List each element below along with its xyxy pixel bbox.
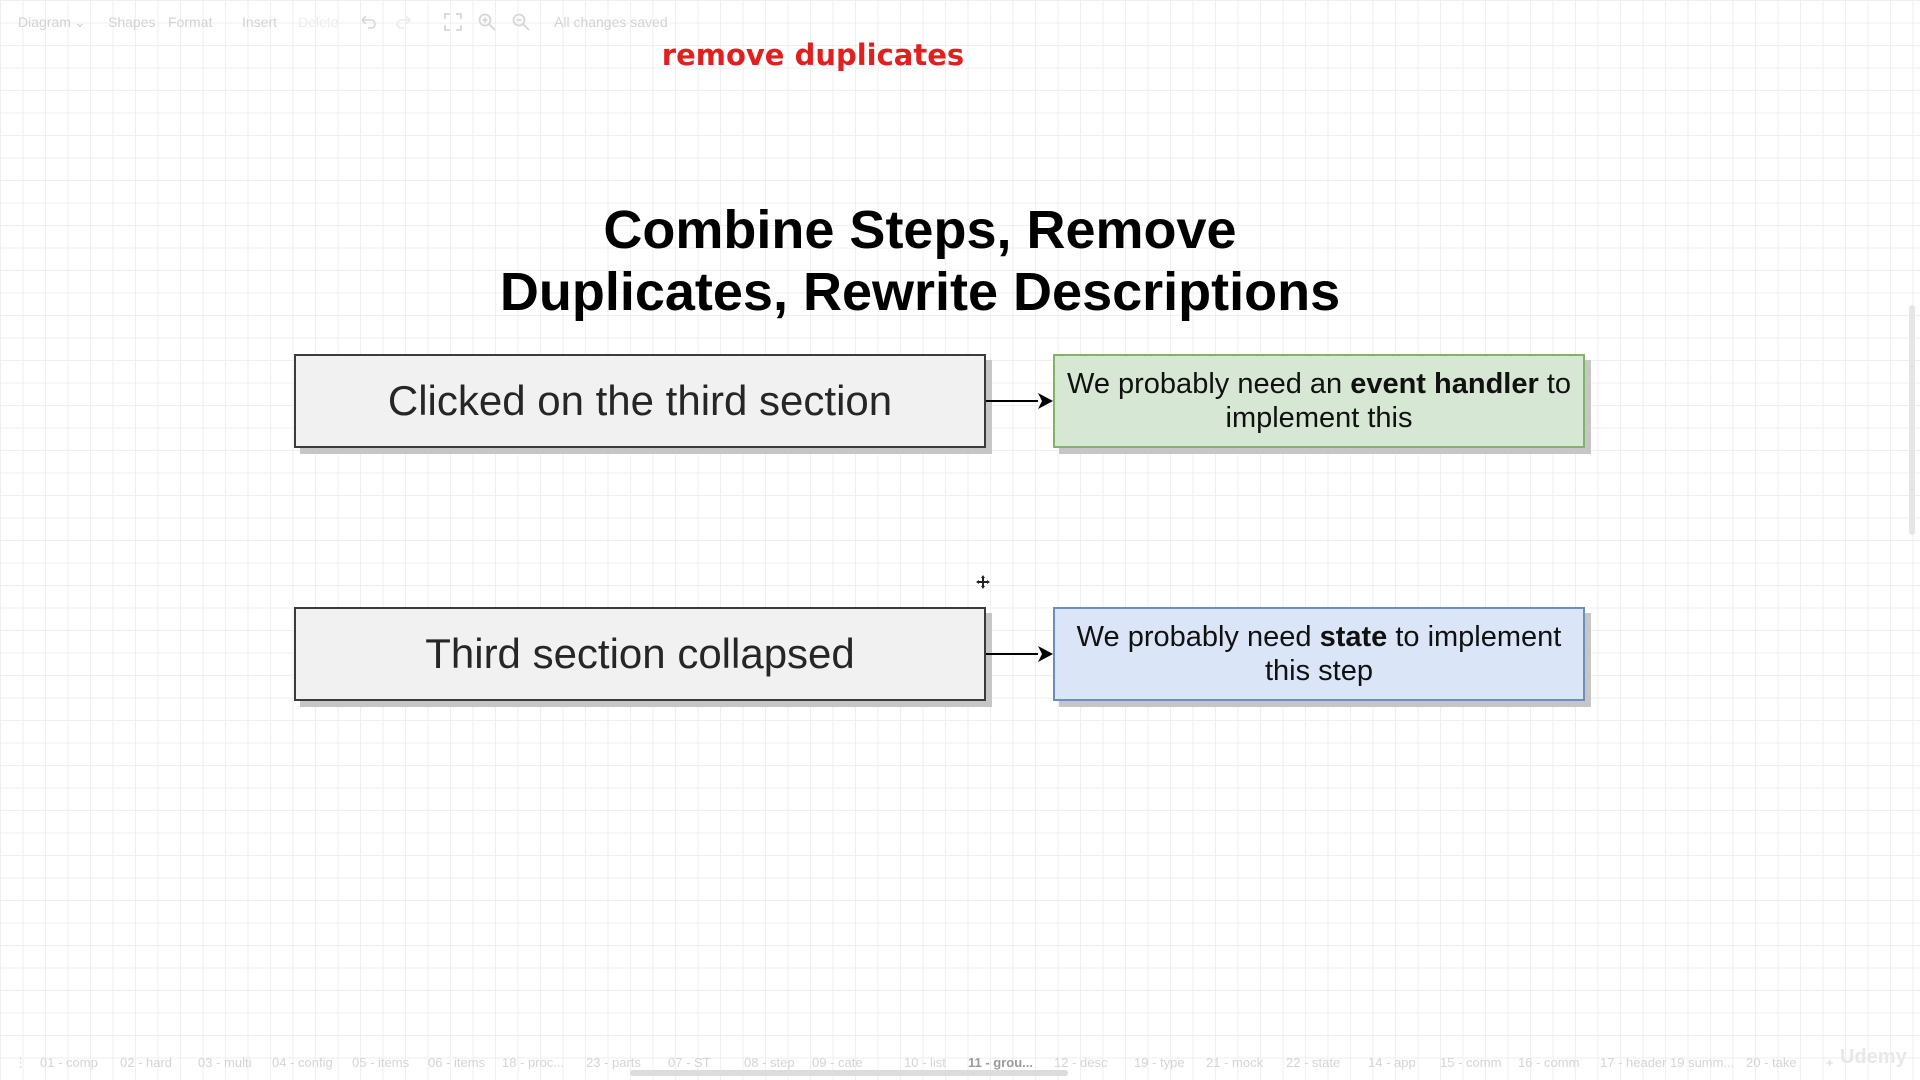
- add-page-icon[interactable]: +: [1826, 1055, 1834, 1070]
- save-status: All changes saved: [554, 14, 668, 30]
- fullscreen-icon[interactable]: [443, 12, 463, 32]
- tab[interactable]: 06 - items: [428, 1055, 486, 1070]
- move-cursor-icon: [976, 575, 990, 589]
- format-button[interactable]: Format: [168, 14, 213, 30]
- arrow-connector[interactable]: [986, 390, 1056, 412]
- tab[interactable]: 20 - take: [1746, 1055, 1797, 1070]
- tab[interactable]: 16 - comm: [1518, 1055, 1580, 1070]
- insert-button[interactable]: Insert: [242, 14, 278, 30]
- redo-icon[interactable]: [394, 12, 414, 32]
- tab[interactable]: 09 - cate: [812, 1055, 863, 1070]
- tab[interactable]: 08 - step: [744, 1055, 795, 1070]
- tab[interactable]: 07 - ST: [668, 1055, 711, 1070]
- tab[interactable]: 19 summ...: [1670, 1055, 1735, 1070]
- note-event-handler[interactable]: We probably need an event handler to imp…: [1053, 354, 1585, 448]
- diagram-menu[interactable]: Diagram: [18, 14, 71, 30]
- undo-icon[interactable]: [358, 12, 378, 32]
- event-box-clicked[interactable]: Clicked on the third section: [294, 354, 986, 448]
- tab[interactable]: 22 - state: [1286, 1055, 1341, 1070]
- page-tabs: ⋮ 01 - comp 02 - hard 03 - multi 04 - co…: [0, 1050, 1910, 1074]
- event-text: Clicked on the third section: [387, 377, 893, 424]
- vertical-scrollbar[interactable]: [1909, 305, 1915, 535]
- slide-title: Combine Steps, Remove Duplicates, Rewrit…: [420, 199, 1420, 323]
- udemy-watermark: Udemy: [1840, 1046, 1907, 1068]
- horizontal-scrollbar[interactable]: [630, 1070, 1068, 1076]
- tab[interactable]: 14 - app: [1368, 1055, 1416, 1070]
- tab[interactable]: 12 - desc: [1054, 1055, 1108, 1070]
- tab[interactable]: 18 - proc...: [502, 1055, 565, 1070]
- toolbar: Diagram ⌄ Shapes Format Insert Delete Al…: [0, 0, 1900, 44]
- annotation-label: remove duplicates: [661, 38, 965, 72]
- event-text: Third section collapsed: [425, 630, 855, 677]
- chevron-down-icon[interactable]: ⌄: [74, 14, 86, 30]
- tab[interactable]: 02 - hard: [120, 1055, 173, 1070]
- shapes-button[interactable]: Shapes: [108, 14, 156, 30]
- tab[interactable]: 21 - mock: [1206, 1055, 1264, 1070]
- tab[interactable]: 19 - type: [1134, 1055, 1185, 1070]
- tab[interactable]: 05 - items: [352, 1055, 410, 1070]
- tab[interactable]: 10 - list: [904, 1055, 946, 1070]
- tab[interactable]: 01 - comp: [40, 1055, 98, 1070]
- arrow-connector[interactable]: [986, 643, 1056, 665]
- event-box-collapsed[interactable]: Third section collapsed: [294, 607, 986, 701]
- tab[interactable]: 04 - config: [272, 1055, 333, 1070]
- tab[interactable]: 03 - multi: [198, 1055, 252, 1070]
- delete-button[interactable]: Delete: [298, 14, 339, 30]
- tab[interactable]: 23 - parts: [586, 1055, 641, 1070]
- tab[interactable]: 17 - header: [1600, 1055, 1667, 1070]
- note-text: We probably need an event handler to imp…: [1066, 368, 1572, 434]
- tab-menu-icon[interactable]: ⋮: [14, 1055, 27, 1070]
- slide-title-line2: Duplicates, Rewrite Descriptions: [499, 262, 1341, 322]
- zoom-in-icon[interactable]: [477, 12, 497, 32]
- tab[interactable]: 15 - comm: [1440, 1055, 1502, 1070]
- note-state[interactable]: We probably need state to implement this…: [1053, 607, 1585, 701]
- slide-title-line1: Combine Steps, Remove: [603, 200, 1237, 260]
- note-text: We probably need state to implement this…: [1076, 621, 1562, 687]
- zoom-out-icon[interactable]: [511, 12, 531, 32]
- tab-active[interactable]: 11 - grou...: [968, 1055, 1034, 1070]
